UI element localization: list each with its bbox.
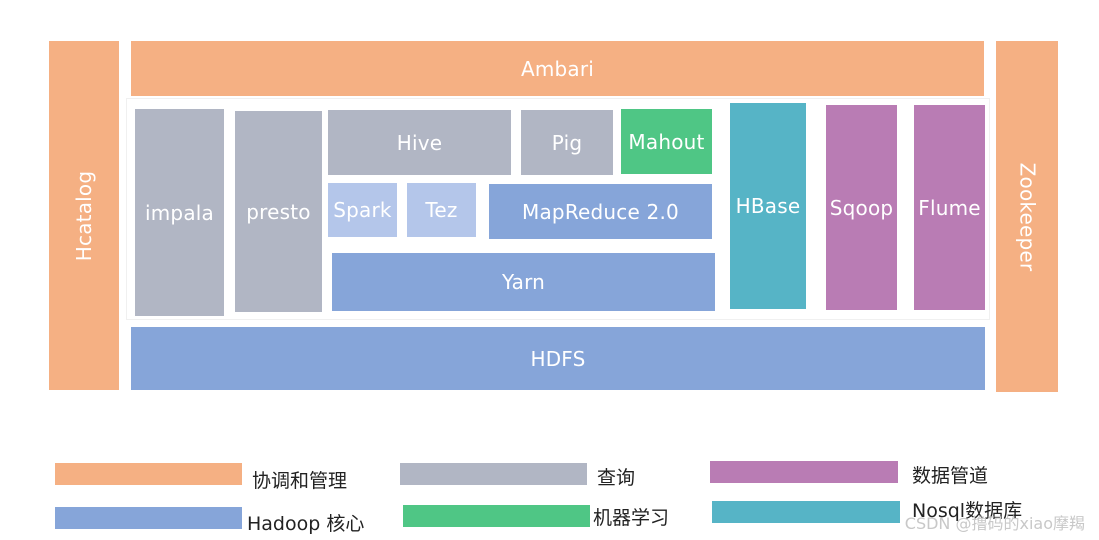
ambari-label: Ambari bbox=[520, 56, 595, 81]
mahout-block: Mahout bbox=[621, 109, 712, 174]
sqoop-label: Sqoop bbox=[829, 195, 894, 220]
legend-swatch-query bbox=[400, 463, 587, 485]
hdfs-label: HDFS bbox=[530, 346, 586, 371]
legend-swatch-pipeline bbox=[710, 461, 898, 483]
mapreduce-label: MapReduce 2.0 bbox=[522, 199, 679, 224]
hbase-label: HBase bbox=[735, 194, 801, 218]
hcatalog-bar: Hcatalog bbox=[49, 41, 119, 390]
legend-swatch-machine-learning bbox=[403, 505, 590, 527]
legend-label-machine-learning: 机器学习 bbox=[593, 507, 670, 529]
legend-label-hadoop-core: Hadoop 核心 bbox=[247, 513, 365, 535]
hbase-block: HBase bbox=[730, 103, 806, 309]
impala-label: impala bbox=[144, 200, 214, 225]
presto-label: presto bbox=[246, 199, 311, 224]
pig-label: Pig bbox=[551, 130, 583, 155]
legend-label-pipeline: 数据管道 bbox=[912, 465, 989, 487]
flume-block: Flume bbox=[914, 105, 985, 310]
legend-swatch-hadoop-core bbox=[55, 507, 242, 529]
presto-block: presto bbox=[235, 111, 322, 312]
mahout-label: Mahout bbox=[628, 129, 705, 154]
zookeeper-label: Zookeeper bbox=[1015, 162, 1039, 271]
legend-swatch-coordination bbox=[55, 463, 242, 485]
pig-block: Pig bbox=[521, 110, 613, 175]
ambari-bar: Ambari bbox=[131, 41, 984, 96]
spark-block: Spark bbox=[328, 183, 397, 237]
sqoop-block: Sqoop bbox=[826, 105, 897, 310]
yarn-block: Yarn bbox=[332, 253, 715, 311]
legend-label-nosql: Nosql数据库 bbox=[912, 500, 1023, 522]
legend-label-coordination: 协调和管理 bbox=[252, 470, 348, 492]
hive-block: Hive bbox=[328, 110, 511, 175]
zookeeper-bar: Zookeeper bbox=[996, 41, 1058, 392]
hcatalog-label: Hcatalog bbox=[72, 170, 97, 261]
impala-block: impala bbox=[135, 109, 224, 316]
mapreduce-block: MapReduce 2.0 bbox=[489, 184, 712, 239]
flume-label: Flume bbox=[918, 195, 981, 220]
tez-label: Tez bbox=[425, 198, 458, 222]
legend-label-query: 查询 bbox=[597, 467, 636, 489]
tez-block: Tez bbox=[407, 183, 476, 237]
hdfs-bar: HDFS bbox=[131, 327, 985, 390]
yarn-label: Yarn bbox=[501, 270, 546, 294]
spark-label: Spark bbox=[333, 198, 392, 222]
legend-swatch-nosql bbox=[712, 501, 900, 523]
watermark: CSDN @撸码的xiao摩羯 bbox=[904, 514, 1085, 533]
hive-label: Hive bbox=[396, 130, 443, 155]
